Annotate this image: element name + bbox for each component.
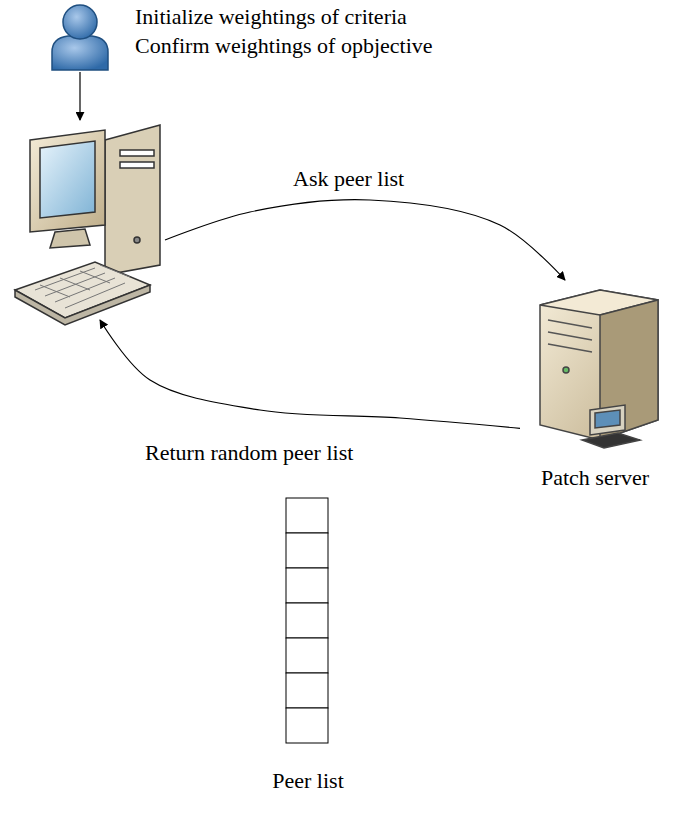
- peer-list-stack: [286, 498, 328, 743]
- flow-arrow: [79, 72, 80, 120]
- flow-arrow: [100, 320, 520, 428]
- edge-label: Ask peer list: [290, 166, 407, 192]
- flow-arrow: [165, 200, 565, 280]
- peer-list-node: Peer list: [250, 495, 366, 795]
- instruction-text: Initialize weightings of criteria: [135, 2, 433, 31]
- edge-label: Return random peer list: [142, 440, 356, 466]
- node-label: Patch server: [541, 463, 649, 492]
- computer-icon: [15, 125, 160, 325]
- node-label: Peer list: [272, 766, 344, 795]
- server-icon: [540, 290, 658, 448]
- instruction-text: Confirm weightings of opbjective: [135, 31, 433, 60]
- computer-node: [10, 120, 165, 320]
- user-node: Initialize weightings of criteriaConfirm…: [40, 2, 433, 72]
- user-icon: [52, 5, 108, 70]
- server-node: Patch server: [520, 280, 670, 492]
